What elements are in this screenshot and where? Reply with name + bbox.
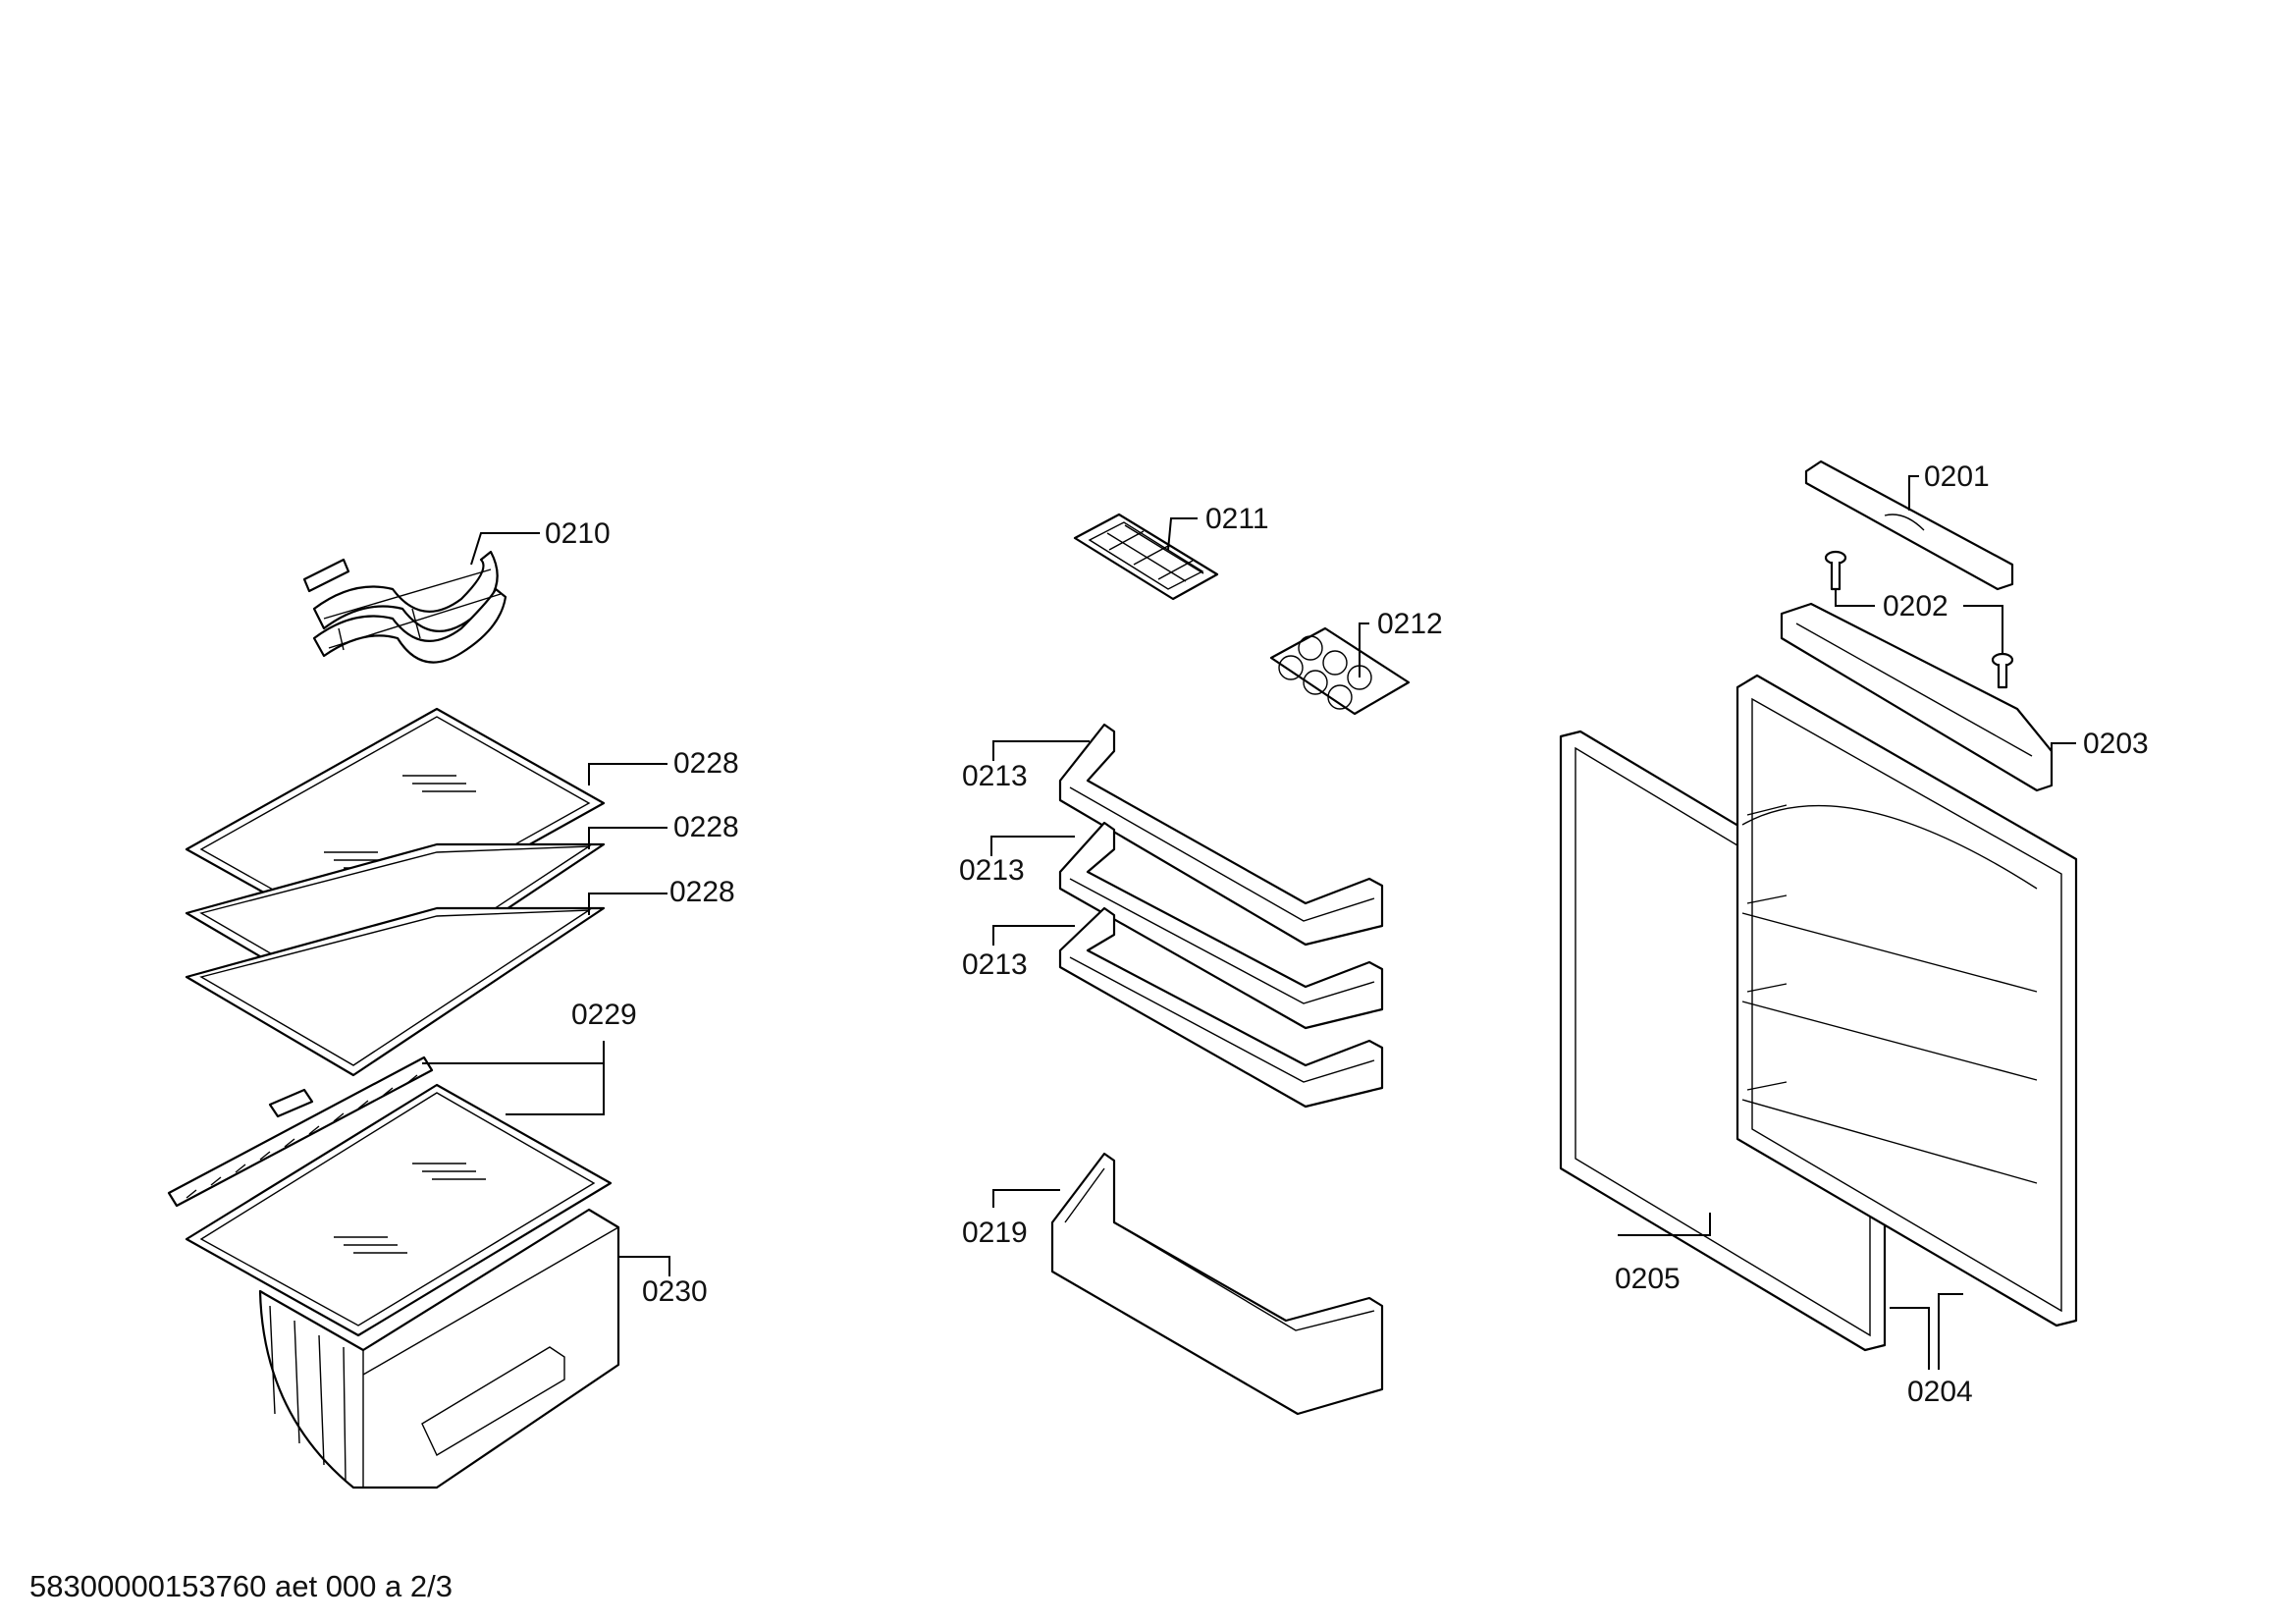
part-label-0210[interactable]: 0210 (545, 517, 611, 550)
door-rack-drawing (1058, 723, 1384, 947)
egg-tray-drawing (1269, 626, 1411, 716)
part-label-0211[interactable]: 0211 (1205, 503, 1269, 535)
ice-tray-drawing (1073, 513, 1219, 601)
document-id-footer: 58300000153760 aet 000 a 2/3 (29, 1569, 453, 1603)
part-label-0213[interactable]: 0213 (962, 948, 1028, 981)
part-label-0228[interactable]: 0228 (669, 876, 735, 908)
bottle-door-rack-drawing (1050, 1152, 1384, 1416)
hinge-bracket-drawing (1780, 602, 2054, 792)
top-cover-drawing (1804, 460, 2014, 591)
door-liner-drawing (1735, 674, 2078, 1327)
screw-drawing (1991, 652, 2014, 689)
leader-lines (422, 475, 2076, 1370)
part-label-0228[interactable]: 0228 (673, 811, 739, 843)
bottle-rack-drawing (302, 550, 507, 664)
part-label-0212[interactable]: 0212 (1377, 608, 1443, 640)
part-label-0213[interactable]: 0213 (959, 854, 1025, 887)
door-rack-drawing (1058, 821, 1384, 1030)
crisper-cover-drawing (167, 1056, 613, 1337)
part-label-0228[interactable]: 0228 (673, 747, 739, 780)
part-label-0205[interactable]: 0205 (1615, 1263, 1681, 1295)
part-labels: 0210 0228 0228 0228 0229 0230 0211 0212 … (545, 460, 2149, 1408)
part-label-0213[interactable]: 0213 (962, 760, 1028, 792)
part-label-0229[interactable]: 0229 (571, 999, 637, 1031)
part-label-0219[interactable]: 0219 (962, 1217, 1028, 1249)
part-label-0204[interactable]: 0204 (1907, 1376, 1973, 1408)
glass-shelf-drawing (185, 906, 606, 1077)
crisper-drawer-drawing (258, 1208, 620, 1489)
part-label-0230[interactable]: 0230 (642, 1275, 708, 1308)
screw-drawing (1824, 550, 1847, 591)
part-label-0203[interactable]: 0203 (2083, 728, 2149, 760)
part-label-0202[interactable]: 0202 (1883, 590, 1949, 623)
door-rack-drawing (1058, 906, 1384, 1109)
part-label-0201[interactable]: 0201 (1924, 460, 1990, 493)
